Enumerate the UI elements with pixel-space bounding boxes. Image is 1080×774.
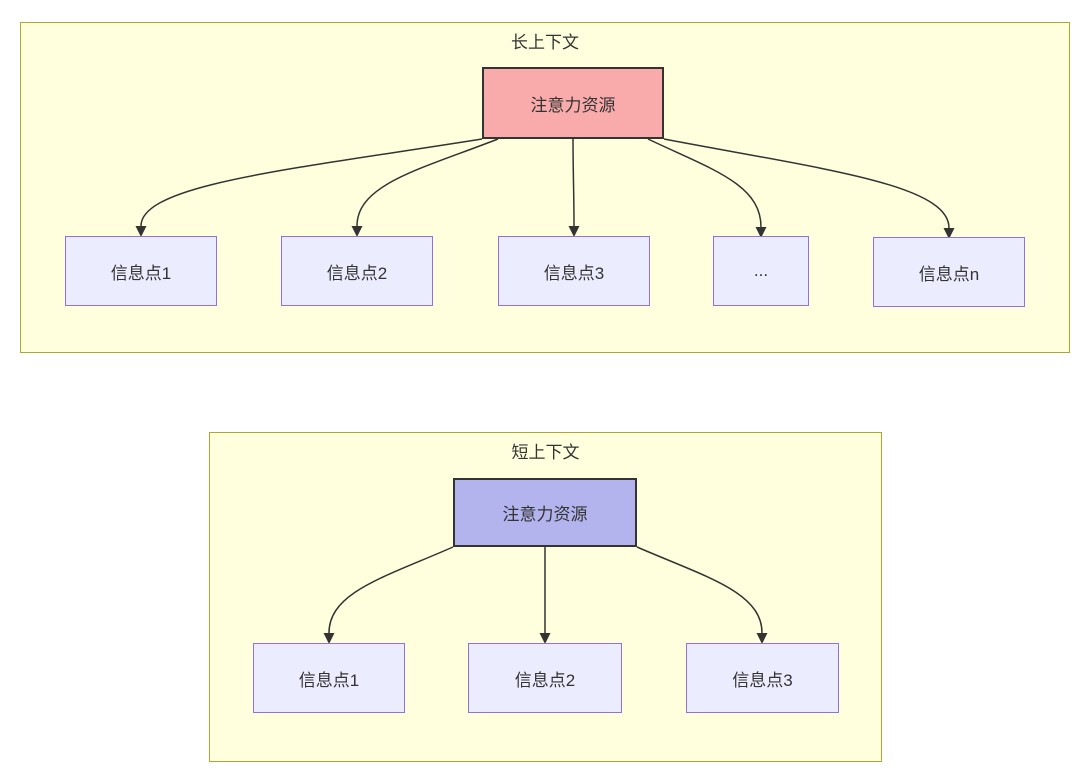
node-long-info-2-label: 信息点2 bbox=[326, 263, 388, 283]
node-short-info-3-label: 信息点3 bbox=[732, 670, 793, 690]
node-long-info-3-label: 信息点3 bbox=[543, 263, 605, 283]
node-long-info-n-label: 信息点n bbox=[918, 264, 980, 284]
node-attention-resource-long: 注意力资源 bbox=[482, 67, 664, 139]
node-short-info-1: 信息点1 bbox=[253, 643, 405, 713]
node-attention-resource-short: 注意力资源 bbox=[453, 478, 637, 547]
node-short-info-1-label: 信息点1 bbox=[298, 670, 360, 690]
cluster-long-context-title: 长上下文 bbox=[511, 33, 579, 52]
node-attention-resource-long-label: 注意力资源 bbox=[530, 95, 616, 115]
node-long-info-ellipsis: ... bbox=[713, 236, 809, 306]
node-short-info-2: 信息点2 bbox=[468, 643, 622, 713]
node-long-info-1: 信息点1 bbox=[65, 236, 217, 306]
node-long-info-3: 信息点3 bbox=[498, 236, 650, 306]
node-attention-resource-short-label: 注意力资源 bbox=[502, 505, 588, 524]
cluster-short-context-title: 短上下文 bbox=[511, 443, 580, 462]
node-short-info-3: 信息点3 bbox=[686, 643, 839, 713]
node-long-info-2: 信息点2 bbox=[281, 236, 433, 306]
node-short-info-2-label: 信息点2 bbox=[514, 670, 576, 690]
node-long-info-1-label: 信息点1 bbox=[110, 263, 172, 283]
node-long-info-ellipsis-label: ... bbox=[753, 261, 769, 280]
node-long-info-n: 信息点n bbox=[873, 237, 1025, 307]
